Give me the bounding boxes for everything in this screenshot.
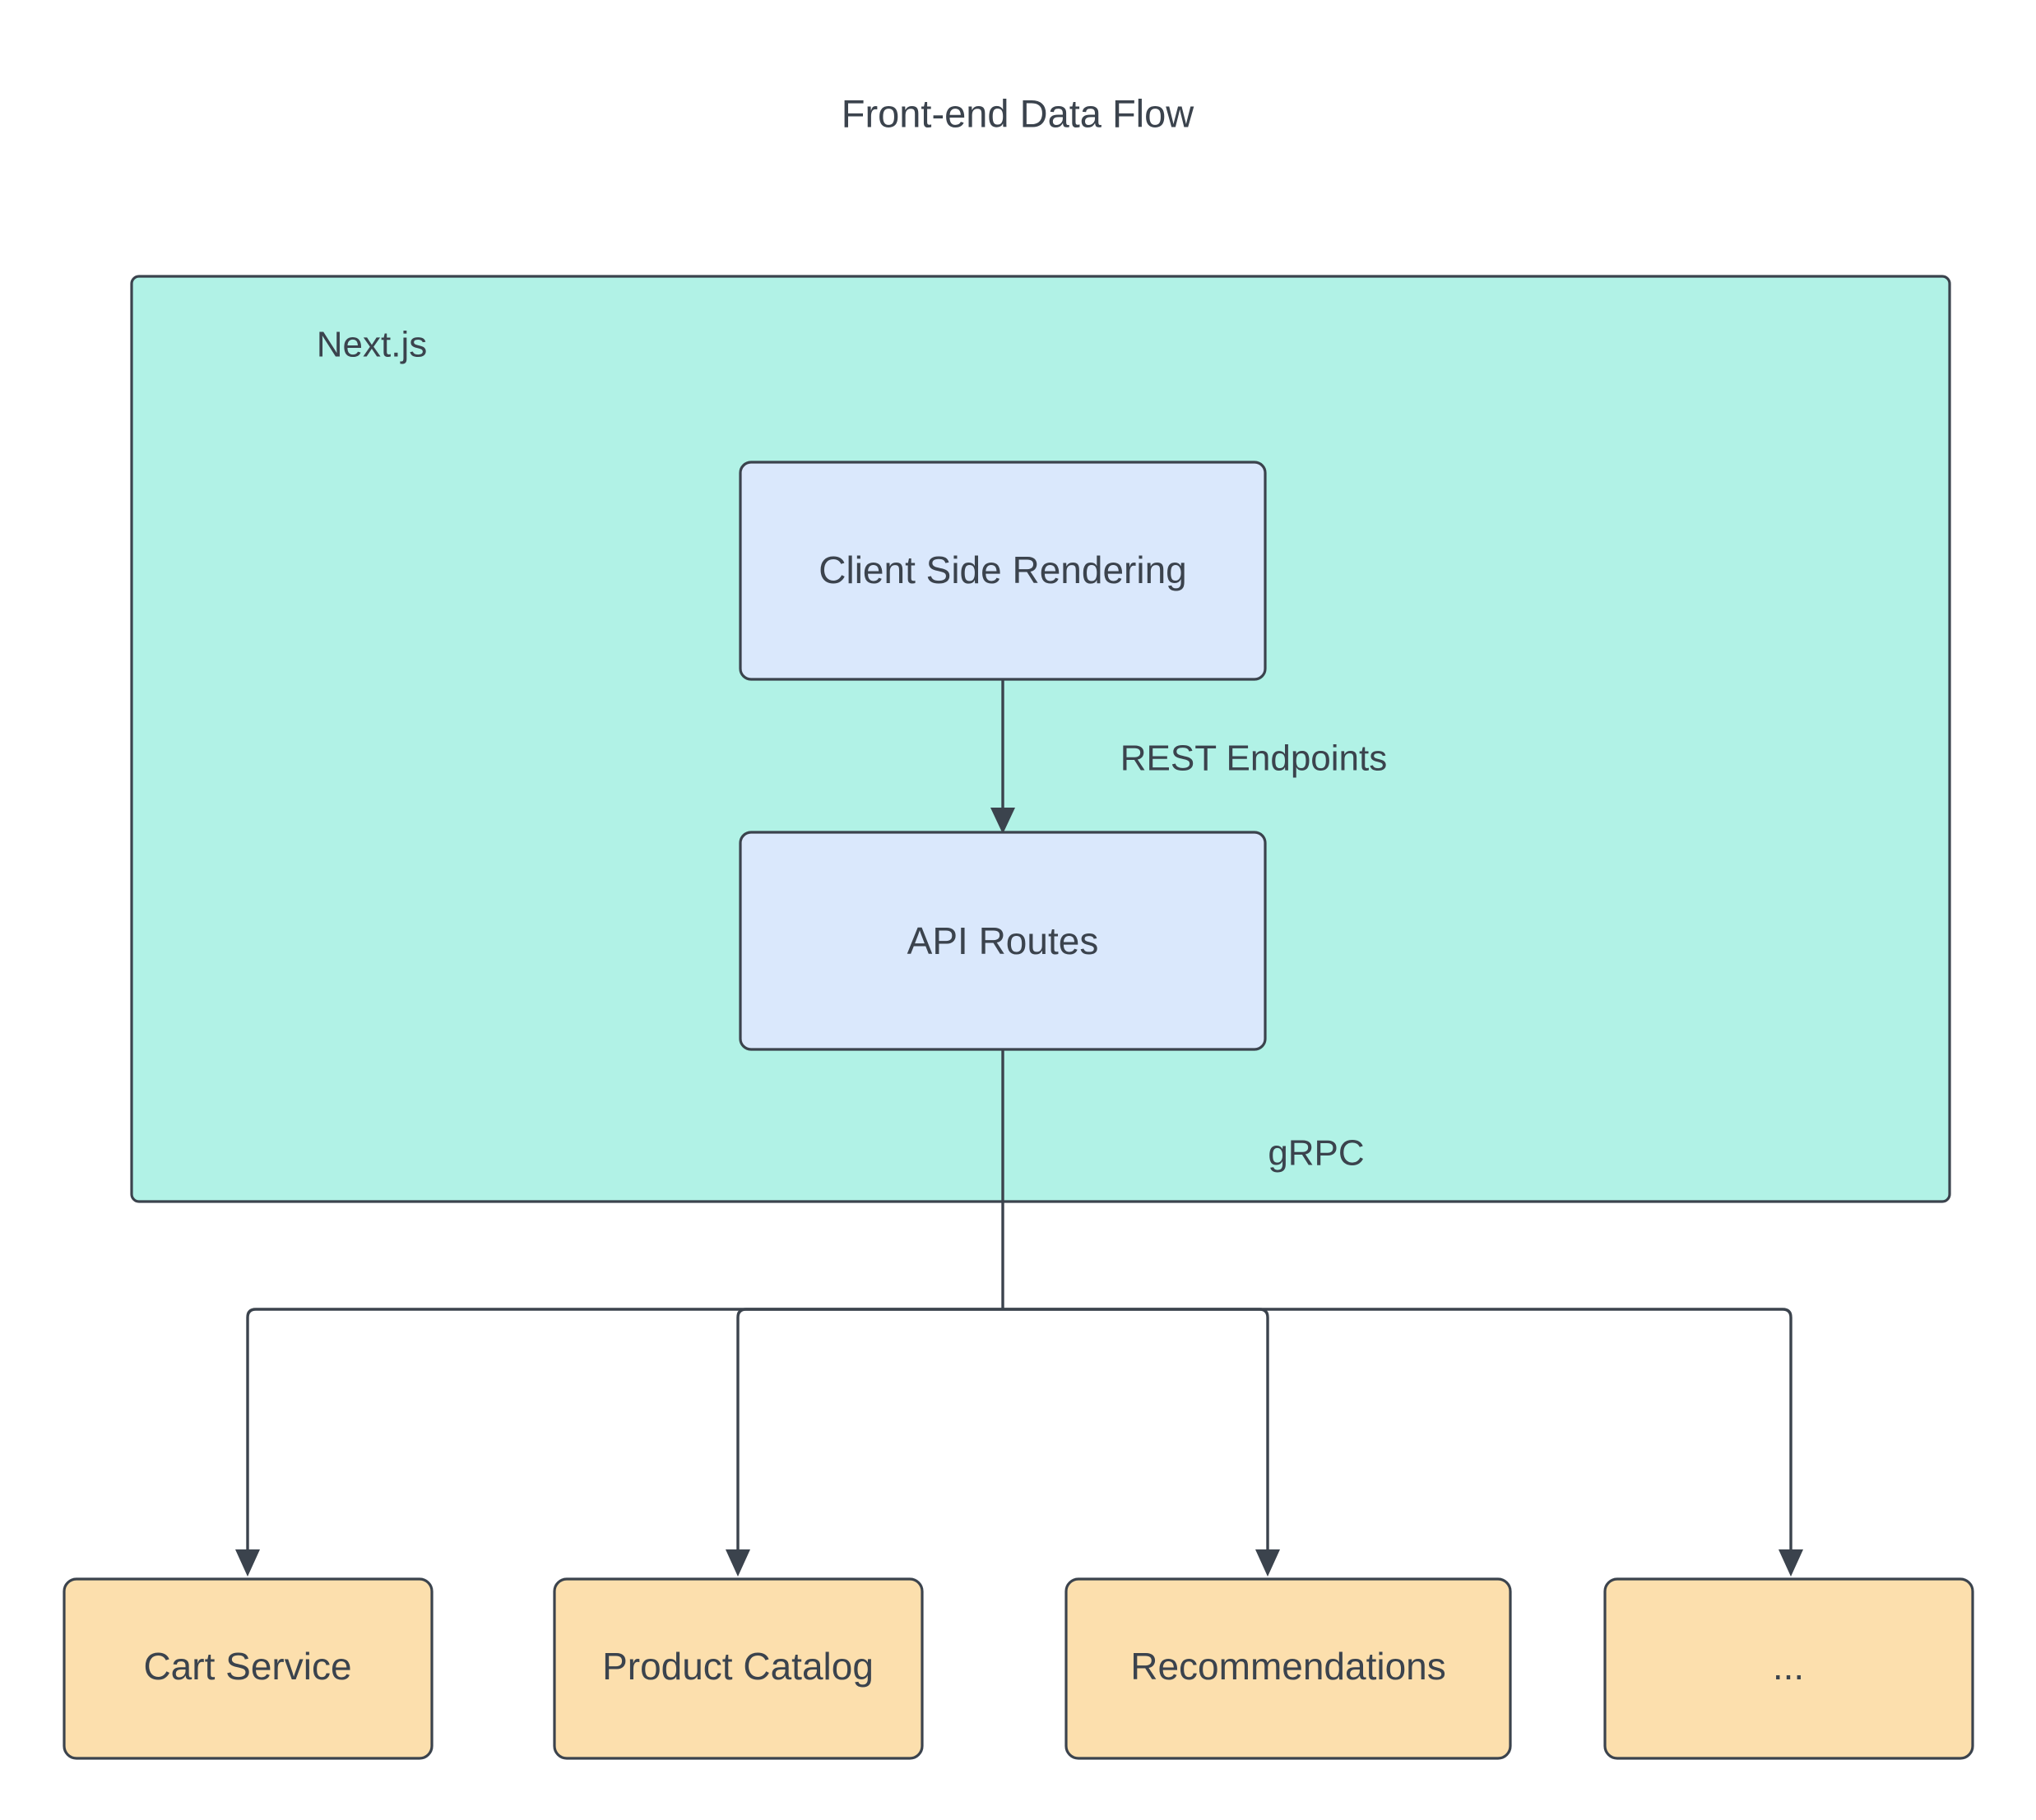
edge-branch-cart-service: [246, 1308, 1003, 1549]
edge-label-rest-endpoints: REST Endpoints: [1120, 739, 1387, 779]
edge-branch-cart-service-arrowhead: [235, 1549, 260, 1577]
node-product-catalog[interactable]: Product Catalog: [553, 1577, 924, 1760]
node-recommendations[interactable]: Recommendations: [1064, 1577, 1512, 1760]
node-recommendations-rect: [1064, 1577, 1512, 1760]
edge-branch-ellipsis-service: [1003, 1308, 1793, 1549]
diagram-title: Front-end Data Flow: [842, 91, 1194, 135]
node-api-routes-label: API Routes: [907, 919, 1099, 962]
node-product-catalog-rect: [553, 1577, 924, 1760]
node-ellipsis-service-label: ...: [1773, 1645, 1804, 1688]
group-container-nextjs[interactable]: Next.js: [130, 275, 1951, 1203]
edge-label-grpc: gRPC: [1268, 1133, 1364, 1174]
group-container-rect: [130, 275, 1951, 1203]
node-client-side-rendering[interactable]: Client Side Rendering: [739, 461, 1267, 681]
node-cart-service-label: Cart Service: [143, 1645, 351, 1688]
edge-branch-recommendations-arrowhead: [1255, 1549, 1280, 1577]
node-ellipsis-service[interactable]: ...: [1603, 1577, 1974, 1760]
edge-branch-product-catalog-arrowhead: [726, 1549, 750, 1577]
edge-branch-product-catalog: [736, 1308, 1003, 1549]
edge-branch-ellipsis-service-arrowhead: [1779, 1549, 1803, 1577]
node-cart-service[interactable]: Cart Service: [63, 1577, 434, 1760]
node-cart-service-rect: [63, 1577, 434, 1760]
node-recommendations-label: Recommendations: [1130, 1645, 1446, 1688]
edge-branch-recommendations: [1003, 1308, 1269, 1549]
node-client-side-rendering-label: Client Side Rendering: [819, 549, 1187, 591]
node-ellipsis-service-rect: [1603, 1577, 1974, 1760]
node-product-catalog-label: Product Catalog: [602, 1645, 874, 1688]
edge-bus-api-routes-to-services: [235, 1049, 1803, 1577]
edge-csr-to-api-routes: REST Endpoints: [990, 679, 1387, 834]
group-container-label: Next.js: [317, 325, 427, 365]
node-api-routes[interactable]: API Routes: [739, 831, 1267, 1051]
edge-csr-to-api-routes-arrowhead: [990, 808, 1015, 834]
